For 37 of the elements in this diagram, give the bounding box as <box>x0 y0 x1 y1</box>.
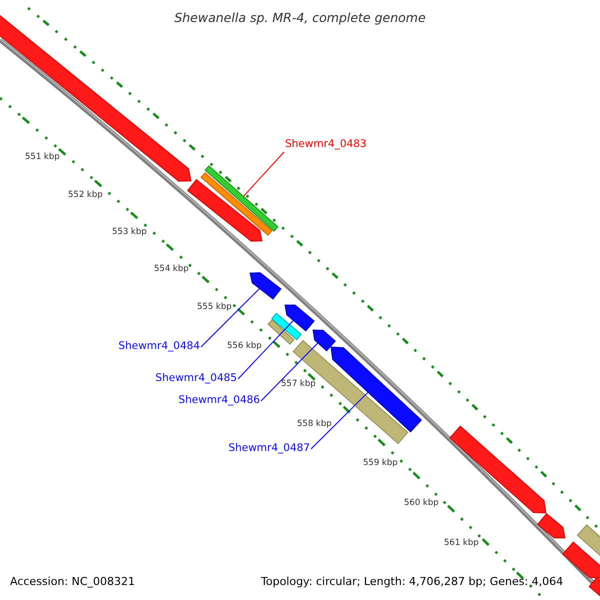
gene-label: Shewmr4_0486 <box>178 394 260 407</box>
gene-feature <box>449 426 546 514</box>
footer-text: Topology: circular; Length: 4,706,287 bp; Genes: 4,064 <box>261 574 564 589</box>
scale-label: 560 kbp <box>404 498 439 509</box>
scale-label: 554 kbp <box>154 264 189 275</box>
gene-feature <box>271 312 302 340</box>
scale-label: 551 kbp <box>25 152 60 163</box>
gene-feature <box>312 330 336 352</box>
gene-feature <box>588 577 600 598</box>
gene-feature <box>250 272 282 300</box>
scale-label: 552 kbp <box>68 190 103 201</box>
leader-line <box>243 152 284 197</box>
gene-feature <box>537 513 566 538</box>
scale-label: 557 kbp <box>281 379 316 390</box>
gene-label: Shewmr4_0484 <box>118 340 200 353</box>
gene-feature <box>330 346 422 432</box>
leader-line <box>200 288 260 348</box>
gene-feature <box>187 179 262 242</box>
scale-label: 553 kbp <box>112 227 147 238</box>
scale-label: 555 kbp <box>197 302 232 313</box>
scale-label: 556 kbp <box>227 341 262 352</box>
gene-feature <box>200 172 272 236</box>
title: Shewanella sp. MR-4, complete genome <box>174 9 426 27</box>
scale-label: 558 kbp <box>297 419 332 430</box>
footer-text: Accession: NC_008321 <box>10 574 136 589</box>
leader-line <box>310 392 368 450</box>
scale-label: 559 kbp <box>363 458 398 469</box>
gene-feature <box>562 542 600 578</box>
gene-label: Shewmr4_0487 <box>228 442 310 455</box>
gene-feature <box>204 165 278 232</box>
gene-label: Shewmr4_0485 <box>155 372 237 385</box>
leader-line <box>260 342 318 402</box>
gene-feature <box>268 319 294 345</box>
gene-label: Shewmr4_0483 <box>285 138 367 151</box>
gene-feature <box>284 304 315 332</box>
leader-line <box>238 320 294 380</box>
scale-label: 561 kbp <box>444 538 479 549</box>
